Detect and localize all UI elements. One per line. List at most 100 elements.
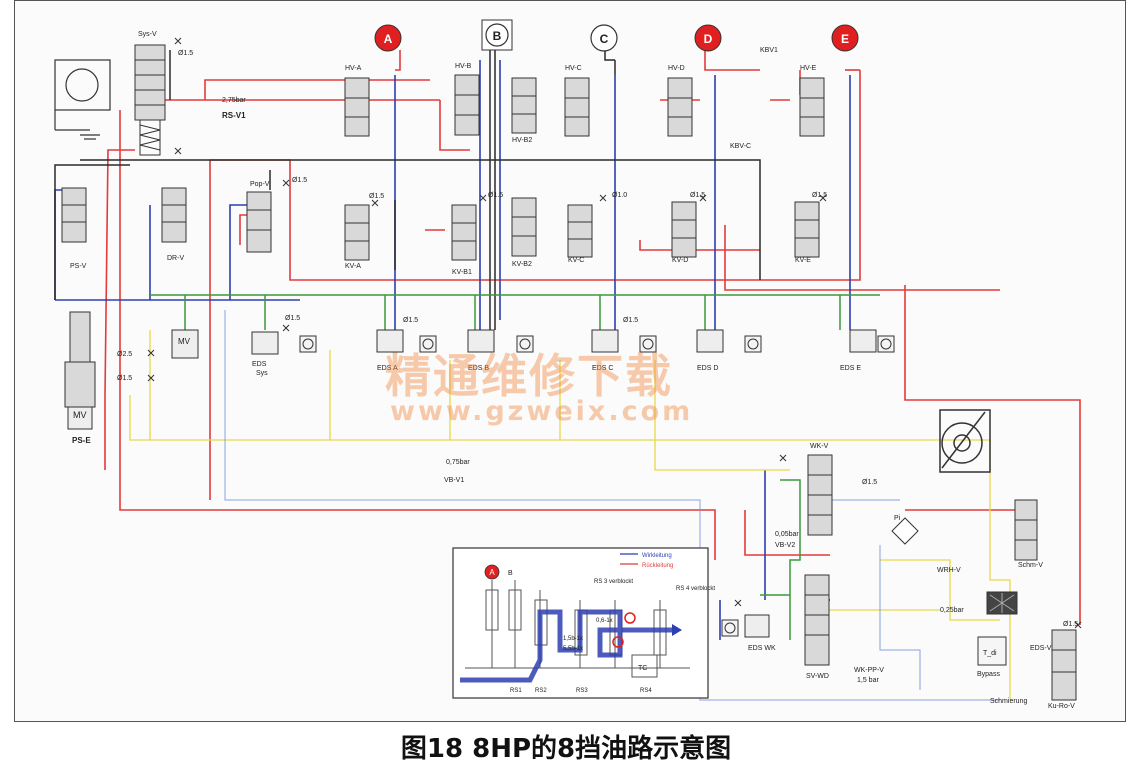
label-orifice-5: Ø1.0 (612, 192, 627, 199)
torque-converter-symbol (939, 409, 991, 473)
label-eds-d: EDS D (697, 365, 718, 372)
gauge-symbols (299, 335, 895, 637)
label-eds-wk: EDS WK (748, 645, 776, 652)
inset-value-16: 5,5b-1x (563, 646, 583, 652)
label-hv-d: HV-D (668, 65, 685, 72)
valve-schm-v (1014, 499, 1038, 561)
label-vb-v2: VB-V2 (775, 542, 795, 549)
label-orifice-3: Ø1.5 (369, 193, 384, 200)
label-eds-c: EDS C (592, 365, 613, 372)
label-mv-pos: MV (178, 337, 191, 346)
label-wk-pp-v: WK-PP-V (854, 667, 884, 674)
watermark-url: www.gzweix.com (390, 396, 694, 427)
label-orifice-13: Ø1.5 (403, 317, 418, 324)
valve-sys-v (134, 44, 166, 156)
label-rs-v1: RS-V1 (222, 111, 246, 120)
valves-kv (344, 197, 820, 261)
label-kbv1: KBV1 (760, 47, 778, 54)
channel-circle-c: C (590, 24, 618, 52)
channel-circle-d-label: D (704, 32, 713, 46)
label-kv-b2: KV-B2 (512, 261, 532, 268)
label-wrh-v-bar: 0,25bar (940, 607, 964, 614)
label-orifice-4: Ø1.5 (488, 192, 503, 199)
inset-legend-blue: Wirkleitung (642, 553, 672, 559)
label-dr-v: DR-V (167, 255, 184, 262)
label-kv-e: KV-E (795, 257, 811, 264)
valve-sv-wd (804, 574, 830, 666)
label-kv-c: KV-C (568, 257, 584, 264)
inset-value-15: 1,5b-1x (563, 636, 583, 642)
label-rs-v1-bar: 2,75bar (222, 97, 246, 104)
label-vb-v2-bar: 0,05bar (775, 531, 799, 538)
label-orifice-1: Ø1.5 (178, 50, 193, 57)
hydraulic-circuit-diagram: A B C D E Sys-V RS-V1 2,75bar PS-V DR-V … (54, 19, 1082, 710)
valve-wk-v (807, 454, 833, 536)
label-ku-ro-v: Ku-Ro-V (1048, 703, 1075, 710)
label-hv-e: HV-E (800, 65, 817, 72)
label-eds-a: EDS A (377, 365, 398, 372)
label-wk-pp-v-bar: 1,5 bar (857, 677, 879, 684)
label-bypass: Bypass (977, 671, 1000, 678)
inset-rs4: RS4 (640, 688, 652, 694)
label-vb-v1-bar: 0,75bar (446, 459, 470, 466)
label-hv-a: HV-A (345, 65, 362, 72)
label-kv-d: KV-D (672, 257, 688, 264)
inset-rs3: RS3 (576, 688, 588, 694)
valve-ps-e (64, 311, 96, 430)
channel-circle-c-label: C (600, 32, 609, 46)
yellow-lines (129, 330, 1011, 700)
label-eds-e: EDS E (840, 365, 861, 372)
label-orifice-14: Ø1.5 (623, 317, 638, 324)
label-ps-v: PS-V (70, 263, 87, 270)
label-hv-b: HV-B (455, 63, 472, 70)
label-eds-sys-2: Sys (256, 370, 268, 377)
label-hv-b2: HV-B2 (512, 137, 532, 144)
light-blue-lines (224, 310, 1000, 701)
inset-rs3-note: RS 3 verblockt (594, 579, 633, 585)
label-wk-v: WK-V (810, 443, 829, 450)
label-ps-e: PS-E (72, 436, 91, 445)
channel-circle-a: A (374, 24, 402, 52)
figure-caption: 图18 8HP的8挡油路示意图 (400, 734, 732, 764)
label-sys-v: Sys-V (138, 31, 157, 38)
label-wrh-v: WRH-V (937, 567, 961, 574)
label-kbv-c: KBV-C (730, 143, 751, 150)
watermark-cn: 精通维修下载 (385, 349, 673, 403)
valve-ku-ro-v (1051, 629, 1077, 701)
label-eds-v: EDS-V (1030, 645, 1052, 652)
channel-circle-e-label: E (841, 32, 849, 46)
label-orifice-11: Ø1.5 (862, 479, 877, 486)
inset-rs4-note: RS 4 verblockt (676, 586, 715, 592)
label-orifice-10: Ø1.5 (117, 375, 132, 382)
label-orifice-12: Ø1.5 (1063, 621, 1078, 628)
label-hv-c: HV-C (565, 65, 582, 72)
valve-pop-v (246, 191, 272, 253)
motor-symbol (54, 59, 111, 140)
inset-value-06: 0,6-1x (596, 618, 613, 624)
label-schm-v: Schm-V (1018, 562, 1043, 569)
valve-dr-v (161, 187, 187, 243)
channel-circle-d: D (694, 24, 722, 52)
valve-ps-v (61, 187, 87, 243)
filter-symbol (891, 517, 919, 545)
green-lines (150, 294, 880, 640)
inset-b: B (508, 570, 513, 577)
label-sv-wd: SV-WD (806, 673, 829, 680)
inset-rs1: RS1 (510, 688, 522, 694)
inset-legend-red: Rückleitung (642, 563, 673, 569)
channel-circle-b: B (481, 19, 513, 51)
label-mv-pse: MV (73, 410, 87, 420)
inset-circle-a: A (489, 568, 495, 577)
cooler-symbol (986, 591, 1018, 615)
orifice-markers (147, 37, 1082, 629)
label-kv-b1: KV-B1 (452, 269, 472, 276)
label-orifice-7: Ø1.5 (812, 192, 827, 199)
label-orifice-8: Ø1.5 (285, 315, 300, 322)
feed-lines (54, 40, 830, 601)
inset-panel: Wirkleitung Rückleitung A B (452, 547, 715, 699)
label-pi: Pi (894, 515, 901, 522)
channel-circle-e: E (831, 24, 859, 52)
label-orifice-2: Ø1.5 (292, 177, 307, 184)
label-pop-v: Pop-V (250, 181, 270, 188)
